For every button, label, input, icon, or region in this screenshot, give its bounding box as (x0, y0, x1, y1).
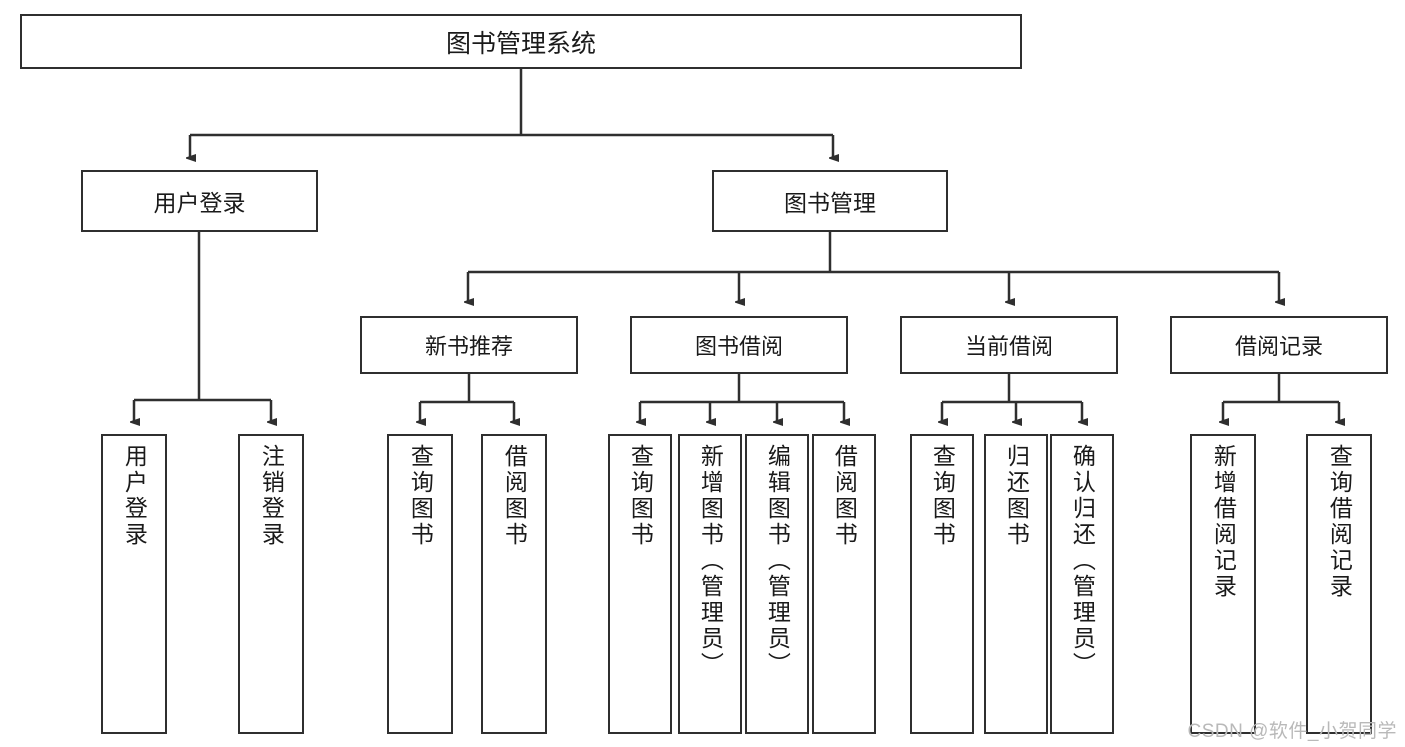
leaf-user-login[interactable]: 用户登录 (101, 434, 167, 734)
node-book-borrow-label: 图书借阅 (694, 334, 783, 359)
node-root-label: 图书管理系统 (445, 29, 596, 58)
leaf-add-book[interactable]: 新增图书（管理员） (678, 434, 742, 734)
leaf-confirm-return[interactable]: 确认归还（管理员） (1050, 434, 1114, 734)
node-book-manage-label: 图书管理 (784, 190, 876, 216)
node-current-loan[interactable]: 当前借阅 (900, 316, 1118, 374)
node-new-book-rec[interactable]: 新书推荐 (360, 316, 578, 374)
leaf-query-loan-rec[interactable]: 查询借阅记录 (1306, 434, 1372, 734)
leaf-query-loan-rec-label: 查询借阅记录 (1326, 444, 1353, 600)
leaf-query-book-cur-label: 查询图书 (929, 444, 956, 548)
node-user-login-label: 用户登录 (153, 190, 246, 216)
node-book-manage[interactable]: 图书管理 (712, 170, 948, 232)
leaf-confirm-return-label: 确认归还（管理员） (1069, 444, 1096, 678)
leaf-edit-book[interactable]: 编辑图书（管理员） (745, 434, 809, 734)
leaf-user-login-label: 用户登录 (121, 444, 148, 548)
node-root[interactable]: 图书管理系统 (20, 14, 1022, 69)
node-book-borrow[interactable]: 图书借阅 (630, 316, 848, 374)
node-user-login[interactable]: 用户登录 (81, 170, 318, 232)
leaf-return-book-label: 归还图书 (1003, 444, 1030, 548)
leaf-add-loan-rec[interactable]: 新增借阅记录 (1190, 434, 1256, 734)
node-loan-record[interactable]: 借阅记录 (1170, 316, 1388, 374)
leaf-logout[interactable]: 注销登录 (238, 434, 304, 734)
watermark: CSDN @软件_小贺同学 (1187, 721, 1397, 742)
leaf-query-book-label: 查询图书 (627, 444, 654, 548)
leaf-query-book-cur[interactable]: 查询图书 (910, 434, 974, 734)
leaf-edit-book-label: 编辑图书（管理员） (764, 444, 791, 678)
leaf-borrow-book[interactable]: 借阅图书 (812, 434, 876, 734)
leaf-add-loan-rec-label: 新增借阅记录 (1210, 444, 1237, 600)
leaf-borrow-book-label: 借阅图书 (831, 444, 858, 548)
leaf-return-book[interactable]: 归还图书 (984, 434, 1048, 734)
leaf-query-book[interactable]: 查询图书 (608, 434, 672, 734)
leaf-borrow-book-rec[interactable]: 借阅图书 (481, 434, 547, 734)
node-current-loan-label: 当前借阅 (964, 334, 1053, 359)
leaf-add-book-label: 新增图书（管理员） (697, 444, 724, 678)
leaf-query-book-rec-label: 查询图书 (407, 444, 434, 548)
leaf-logout-label: 注销登录 (258, 444, 285, 548)
leaf-borrow-book-rec-label: 借阅图书 (501, 444, 528, 548)
leaf-query-book-rec[interactable]: 查询图书 (387, 434, 453, 734)
node-loan-record-label: 借阅记录 (1234, 334, 1323, 359)
node-new-book-rec-label: 新书推荐 (424, 334, 513, 359)
